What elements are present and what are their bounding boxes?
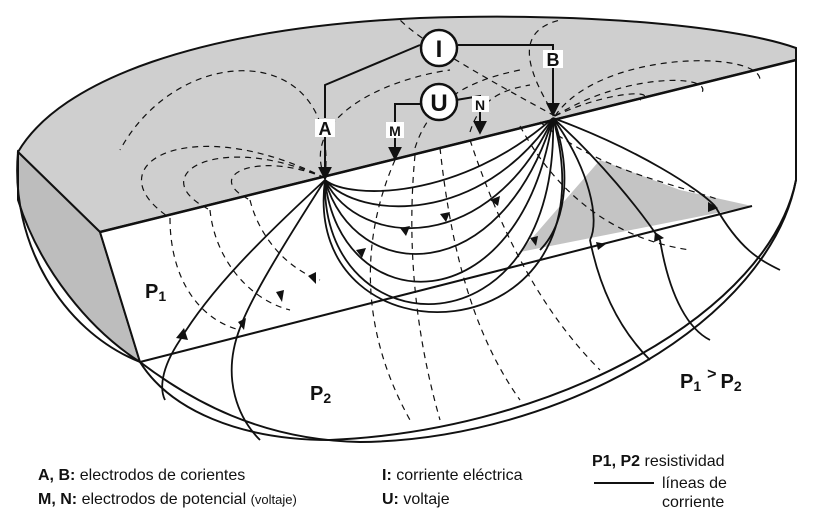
legend-p-key: P1, P2 (592, 453, 641, 470)
legend-ab-text: electrodos de corientes (79, 467, 246, 484)
legend-i-key: I: (382, 467, 392, 484)
current-arrows (176, 196, 718, 340)
legend-current-lines: líneas de corriente (662, 474, 727, 512)
legend-ab-key: A, B: (38, 467, 76, 484)
electrode-b-label: B (547, 50, 560, 70)
legend-mn-note: (voltaje) (250, 492, 297, 507)
legend-i: I: corriente eléctrica (382, 466, 523, 486)
electrode-n-label: N (475, 97, 485, 113)
legend-line-sample (594, 482, 654, 484)
legend-mn: M, N: electrodos de potencial (voltaje) (38, 490, 297, 510)
surface-edge (99, 58, 797, 234)
legend-ab: A, B: electrodos de corientes (38, 466, 245, 486)
voltage-meter-label: U (430, 90, 447, 117)
current-meter-label: I (436, 36, 443, 63)
legend-mn-key: M, N: (38, 491, 78, 508)
legend-u-key: U: (382, 491, 399, 508)
legend-line-text-1: líneas de (662, 475, 727, 492)
legend-mn-text: electrodos de potencial (81, 491, 247, 508)
electrode-m-label: M (389, 123, 401, 139)
legend-line-text-2: corriente (662, 494, 725, 511)
legend-p-text: resistividad (644, 453, 725, 470)
current-lines (161, 117, 781, 441)
layer-boundary (139, 205, 753, 363)
electrode-a-label: A (319, 119, 332, 139)
legend-u: U: voltaje (382, 490, 450, 510)
legend-p: P1, P2 resistividad (592, 452, 725, 472)
ground-surface (16, 15, 797, 234)
layer-p1-label: P1 (145, 281, 166, 304)
legend-i-text: corriente eléctrica (396, 467, 523, 484)
cross-section (98, 58, 797, 442)
resistivity-relation: P1>P2 (680, 366, 742, 394)
voltage-meter: U (419, 82, 459, 122)
legend-u-text: voltaje (403, 491, 450, 508)
layer-p2-label: P2 (310, 383, 331, 406)
current-meter: I (419, 28, 459, 68)
